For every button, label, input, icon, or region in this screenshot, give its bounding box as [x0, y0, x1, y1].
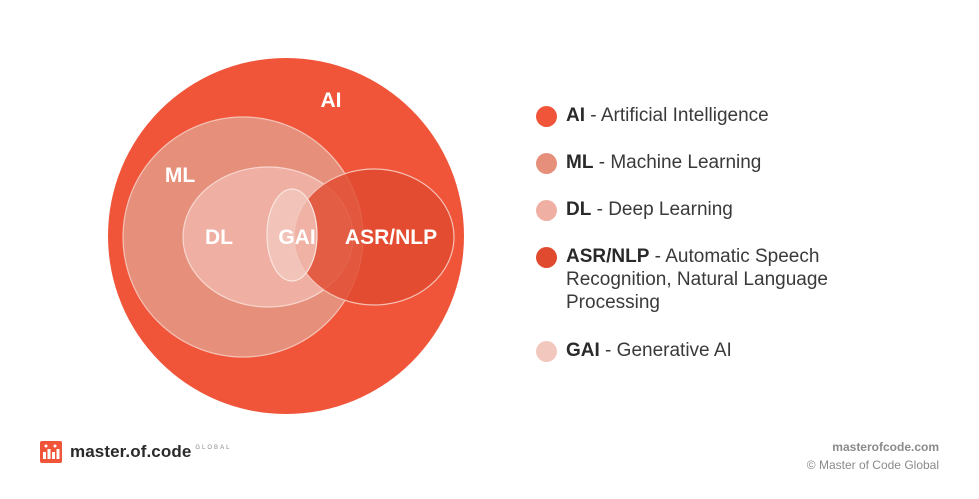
legend-abbr: ML [566, 152, 594, 173]
dl-label: DL [205, 226, 233, 249]
legend-desc: - Machine Learning [593, 152, 762, 173]
site-url: masterofcode.com [832, 440, 939, 454]
legend-dot-asr-nlp [536, 247, 557, 268]
legend-item-ai: AI - Artificial Intelligence [536, 104, 896, 127]
legend-desc: - Generative AI [599, 340, 732, 361]
legend-abbr: DL [566, 199, 592, 220]
legend-item-dl: DL - Deep Learning [536, 198, 896, 221]
gai-label: GAI [278, 226, 315, 249]
legend-text-asr-nlp: ASR/NLP - Automatic Speech Recognition, … [566, 245, 896, 314]
legend-text-dl: DL - Deep Learning [566, 198, 896, 221]
logo-glyph-icon [43, 444, 60, 459]
logo-subtext: GLOBAL [195, 445, 232, 451]
legend-dot-ml [536, 153, 557, 174]
venn-diagram: AI ML DL GAI ASR/NLP [108, 58, 464, 414]
ai-label: AI [321, 89, 342, 112]
ml-label: ML [165, 164, 195, 187]
legend-abbr: GAI [566, 340, 600, 361]
legend-dot-ai [536, 106, 557, 127]
legend-desc: - Automatic Speech Recognition, Natural … [566, 246, 828, 313]
legend-item-gai: GAI - Generative AI [536, 339, 896, 362]
legend-desc: - Deep Learning [591, 199, 733, 220]
gai-ellipse [266, 188, 318, 282]
asr-nlp-label: ASR/NLP [345, 226, 437, 249]
legend-dot-dl [536, 200, 557, 221]
legend-desc: - Artificial Intelligence [585, 105, 769, 126]
footer-credits: masterofcode.com © Master of Code Global [807, 438, 939, 474]
legend-item-ml: ML - Machine Learning [536, 151, 896, 174]
brand-logo: master.of.code GLOBAL [40, 441, 231, 463]
legend-abbr: ASR/NLP [566, 246, 650, 267]
legend-item-asr-nlp: ASR/NLP - Automatic Speech Recognition, … [536, 245, 896, 314]
logo-text: master.of.code [70, 442, 192, 461]
legend-text-gai: GAI - Generative AI [566, 339, 896, 362]
legend-abbr: AI [566, 105, 585, 126]
legend-text-ai: AI - Artificial Intelligence [566, 104, 896, 127]
legend-text-ml: ML - Machine Learning [566, 151, 896, 174]
legend-dot-gai [536, 341, 557, 362]
copyright: © Master of Code Global [806, 458, 939, 472]
logo-mark-icon [40, 441, 62, 463]
